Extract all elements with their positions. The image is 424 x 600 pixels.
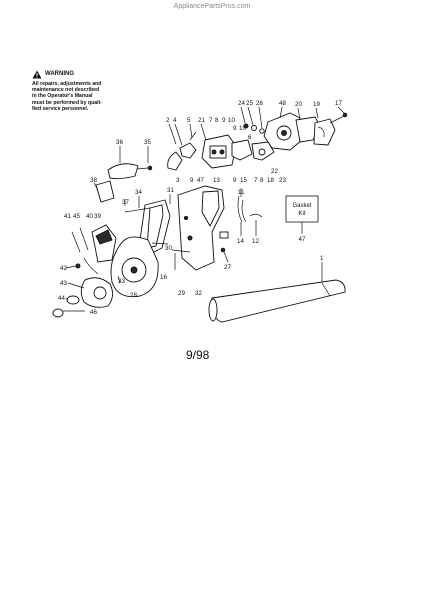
callout-leaders bbox=[63, 106, 345, 312]
carburetor-assembly bbox=[167, 131, 275, 171]
warning-line: maintenance not described bbox=[32, 87, 100, 94]
warning-text: All repairs, adjustments and maintenance… bbox=[32, 81, 132, 112]
callout-28: 28 bbox=[130, 292, 137, 299]
callout-45: 45 bbox=[73, 213, 80, 220]
callout-38: 38 bbox=[90, 177, 97, 184]
callout-40: 40 bbox=[86, 213, 93, 220]
callout-25: 25 bbox=[246, 100, 253, 107]
callout-12: 12 bbox=[252, 238, 259, 245]
warning-line: fied service personnel. bbox=[32, 105, 89, 112]
callout-10: 10 bbox=[228, 117, 235, 124]
warning-header: WARNING bbox=[32, 70, 132, 79]
throttle-handle bbox=[95, 163, 153, 203]
callout-16: 16 bbox=[160, 274, 167, 281]
site-watermark: AppliancePartsPros.com bbox=[173, 3, 251, 10]
callout-44: 44 bbox=[58, 295, 65, 302]
callout-46: 46 bbox=[90, 309, 97, 316]
callout-8: 8 bbox=[215, 117, 219, 124]
warning-line: All repairs, adjustments and bbox=[32, 81, 102, 87]
fastener-parts bbox=[124, 195, 263, 270]
callout-35: 35 bbox=[144, 139, 151, 146]
callout-48: 48 bbox=[279, 100, 286, 107]
callout-34: 34 bbox=[135, 189, 142, 196]
warning-line: must be performed by quali- bbox=[32, 99, 102, 106]
callout-14: 14 bbox=[237, 238, 244, 245]
callout-9d: 9 bbox=[233, 177, 237, 184]
callout-8b: 8 bbox=[260, 177, 264, 184]
callout-39: 39 bbox=[94, 213, 101, 220]
warning-notice: WARNING All repairs, adjustments and mai… bbox=[32, 70, 132, 112]
callout-5: 5 bbox=[187, 117, 191, 124]
callout-32: 32 bbox=[195, 290, 202, 297]
warning-triangle-icon bbox=[32, 70, 42, 79]
callout-4: 4 bbox=[173, 117, 177, 124]
callout-22: 22 bbox=[271, 168, 278, 175]
callout-17: 17 bbox=[335, 100, 342, 107]
callout-3: 3 bbox=[176, 177, 180, 184]
callout-37: 37 bbox=[122, 199, 129, 206]
callout-30: 30 bbox=[165, 245, 172, 252]
gasket-kit-part-number: 47 bbox=[299, 236, 306, 243]
blower-housing bbox=[110, 185, 229, 298]
callout-23: 23 bbox=[279, 177, 286, 184]
callout-13: 13 bbox=[213, 177, 220, 184]
callout-42: 42 bbox=[60, 265, 67, 272]
callout-9c: 9 bbox=[190, 177, 194, 184]
warning-line: in the Operator's Manual bbox=[32, 93, 93, 100]
callout-2: 2 bbox=[166, 117, 170, 124]
gasket-kit-label-line1: Gasket bbox=[292, 203, 311, 209]
warning-title: WARNING bbox=[45, 71, 74, 78]
callout-6: 6 bbox=[248, 134, 252, 141]
callout-47: 47 bbox=[197, 177, 204, 184]
engine-cover-assembly bbox=[243, 112, 348, 151]
callout-19: 19 bbox=[313, 101, 320, 108]
callout-11: 11 bbox=[238, 189, 245, 196]
callout-31: 31 bbox=[167, 187, 174, 194]
callout-1: 1 bbox=[320, 255, 324, 262]
callout-33: 33 bbox=[118, 278, 125, 285]
callout-43: 43 bbox=[60, 280, 67, 287]
callout-41: 41 bbox=[64, 213, 71, 220]
gasket-kit-box: Gasket Kit 47 bbox=[285, 195, 319, 243]
callout-20: 20 bbox=[295, 101, 302, 108]
callout-26: 26 bbox=[256, 100, 263, 107]
callout-9b: 9 bbox=[233, 125, 237, 132]
callout-21: 21 bbox=[198, 117, 205, 124]
callout-7b: 7 bbox=[254, 177, 258, 184]
callout-10b: 10 bbox=[239, 125, 246, 132]
callout-9: 9 bbox=[222, 117, 226, 124]
callout-24: 24 bbox=[238, 100, 245, 107]
callout-15: 15 bbox=[240, 177, 247, 184]
fan-cover-assembly bbox=[52, 224, 117, 318]
gasket-kit-label-line2: Kit bbox=[298, 211, 305, 217]
callout-29: 29 bbox=[178, 290, 185, 297]
callout-numbers: 24 25 26 48 20 19 17 2 4 5 21 7 8 9 10 9… bbox=[58, 100, 342, 316]
callout-27: 27 bbox=[224, 264, 231, 271]
callout-18: 18 bbox=[267, 177, 274, 184]
date-code: 9/98 bbox=[186, 348, 210, 362]
callout-7: 7 bbox=[209, 117, 213, 124]
blower-tube bbox=[208, 279, 346, 323]
callout-36: 36 bbox=[116, 139, 123, 146]
